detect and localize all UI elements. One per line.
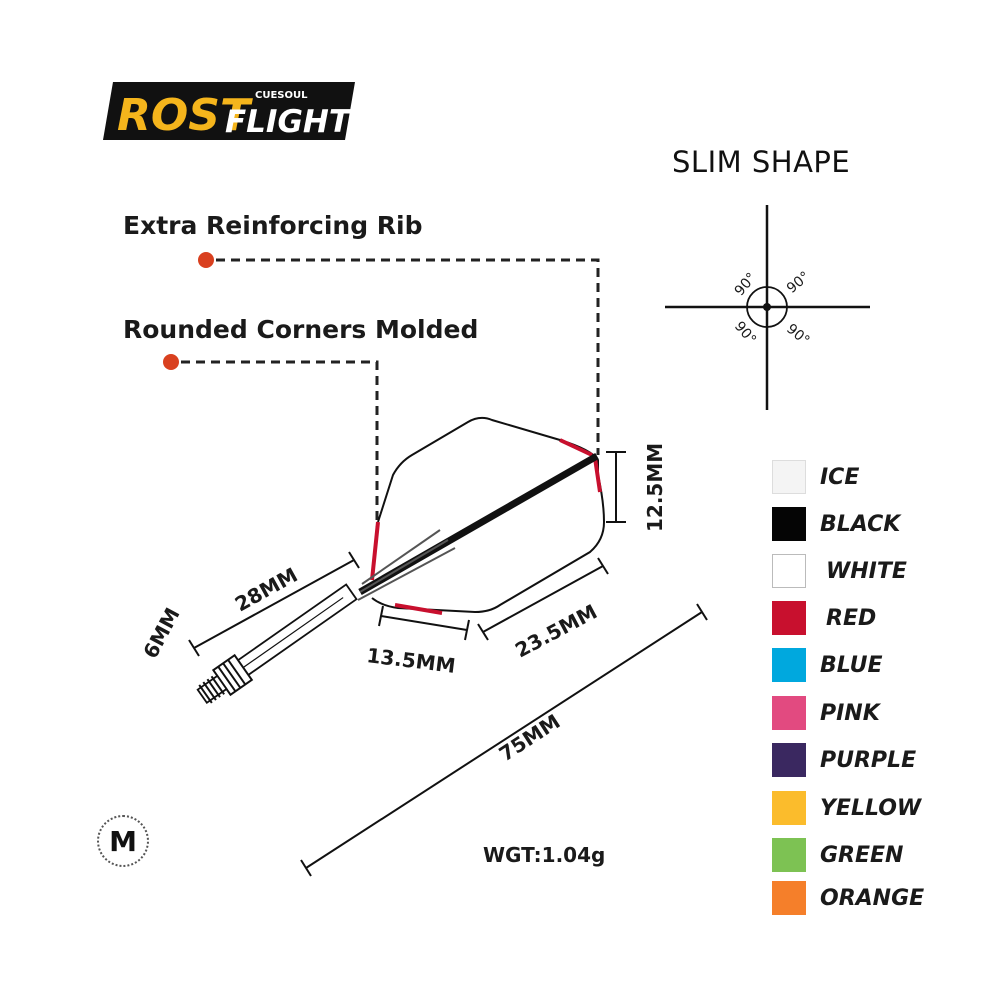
swatch-pink xyxy=(772,696,806,730)
dim-height: 12.5MM xyxy=(606,443,667,532)
shape-title: SLIM SHAPE xyxy=(672,145,851,179)
callout-rib-dot xyxy=(198,252,214,268)
dim-total-label: 75MM xyxy=(495,709,565,766)
dim-height-label: 12.5MM xyxy=(643,443,667,532)
dim-thread-label: 6MM xyxy=(138,604,184,663)
color-label-white: WHITE xyxy=(826,559,907,584)
corner-red-left xyxy=(370,521,380,581)
callout-corners-leader xyxy=(181,360,379,527)
shaft-thread xyxy=(196,674,228,705)
logo-sub-brand: CUESOUL xyxy=(255,90,308,101)
swatch-white xyxy=(772,554,806,588)
flight-fin-1 xyxy=(359,539,449,593)
color-label-orange: ORANGE xyxy=(820,886,925,911)
shaft-collar xyxy=(211,653,254,697)
swatch-black xyxy=(772,507,806,541)
swatch-orange xyxy=(772,881,806,915)
callout-corners-label: Rounded Corners Molded xyxy=(123,315,479,344)
slim-shape-cross: 90° 90° 90° 90° xyxy=(665,205,870,410)
rib-red-top xyxy=(559,438,593,457)
angle-top-right: 90° xyxy=(784,269,813,297)
callout-rib-label: Extra Reinforcing Rib xyxy=(123,211,423,240)
color-label-red: RED xyxy=(826,606,877,631)
dim-root-label: 13.5MM xyxy=(365,643,456,678)
logo-product: FLIGHTS xyxy=(225,104,355,140)
logo-name: ROST xyxy=(117,90,253,141)
swatch-purple xyxy=(772,743,806,777)
callout-rib-leader xyxy=(216,258,600,455)
flight-fin-3 xyxy=(361,529,441,585)
dim-root: 13.5MM xyxy=(365,605,470,678)
color-label-black: BLACK xyxy=(820,512,901,537)
swatch-yellow xyxy=(772,791,806,825)
color-label-ice: ICE xyxy=(820,465,860,490)
flight-fin-2 xyxy=(357,547,456,601)
color-label-pink: PINK xyxy=(820,701,880,726)
logo-background xyxy=(103,82,355,140)
color-label-blue: BLUE xyxy=(820,653,883,678)
callout-corners-dot xyxy=(163,354,179,370)
color-label-purple: PURPLE xyxy=(820,748,917,773)
color-label-yellow: YELLOW xyxy=(820,796,922,821)
angle-top-left: 90° xyxy=(732,270,760,299)
corner-red-bottom xyxy=(394,603,443,615)
swatch-red xyxy=(772,601,806,635)
swatch-blue xyxy=(772,648,806,682)
dim-total: 75MM xyxy=(300,603,708,877)
swatch-green xyxy=(772,838,806,872)
brand-logo: ROST CUESOUL FLIGHTS xyxy=(103,82,355,141)
color-label-green: GREEN xyxy=(820,843,904,868)
shaft xyxy=(196,583,358,705)
weight-label: WGT:1.04g xyxy=(483,843,606,867)
size-badge: M xyxy=(97,815,149,867)
rib-red-side xyxy=(593,457,602,493)
swatch-ice xyxy=(772,460,806,494)
angle-bottom-right: 90° xyxy=(783,321,812,349)
